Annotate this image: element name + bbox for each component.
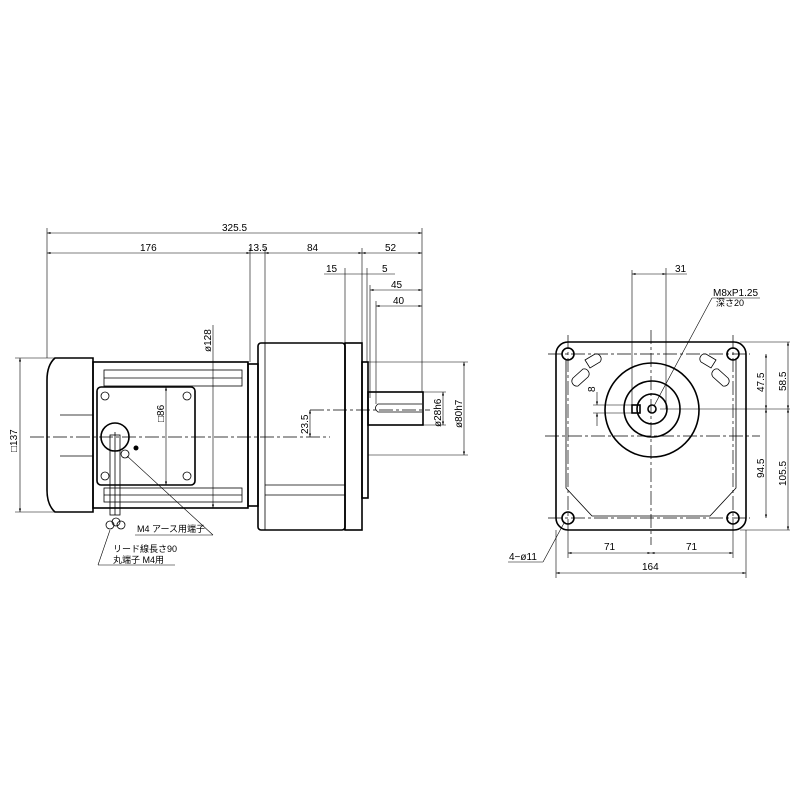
- dim-key-length: 40: [393, 296, 405, 307]
- dim-gearbox-length: 84: [307, 243, 319, 254]
- dim-terminal-box: □86: [156, 404, 167, 422]
- dim-motor-diameter: ø128: [203, 329, 214, 352]
- dim-lower-edge: 105.5: [778, 461, 789, 486]
- dim-width: 164: [642, 562, 659, 573]
- dim-spigot: 5: [382, 264, 388, 275]
- dim-shaft-length: 52: [385, 243, 397, 254]
- dim-motor-length: 176: [140, 243, 157, 254]
- dim-key-span: 45: [391, 280, 403, 291]
- dim-motor-square: □137: [9, 429, 20, 452]
- screw-icon: [100, 391, 110, 401]
- spigot: [361, 361, 369, 499]
- note-lead-length: リード線長さ90: [113, 543, 177, 554]
- dim-lower-hole: 94.5: [756, 458, 767, 478]
- tap-hole: [647, 404, 657, 414]
- dim-key-width: 8: [587, 386, 598, 392]
- dim-hole-pitch-right: 71: [686, 542, 698, 553]
- dim-overall-length: 325.5: [222, 223, 247, 234]
- dim-tap: M8xP1.25: [713, 288, 758, 299]
- side-view: [30, 342, 430, 531]
- ring-terminal-icon: [105, 520, 115, 530]
- dim-flange: 15: [326, 264, 338, 275]
- dim-upper-edge: 58.5: [778, 371, 789, 391]
- key: [375, 403, 422, 413]
- dim-spigot-diameter: ø80h7: [454, 399, 465, 428]
- dim-upper-hole: 47.5: [756, 372, 767, 392]
- screw-icon: [100, 471, 110, 481]
- key-icon: [631, 404, 641, 414]
- dim-shaft-offset: 23.5: [300, 414, 311, 434]
- fan-cover: [46, 357, 94, 513]
- dim-tap-depth: 深さ20: [716, 298, 744, 308]
- terminal-box: [96, 386, 196, 486]
- dim-hole-pitch-left: 71: [604, 542, 616, 553]
- note-earth-terminal: M4 アース用端子: [137, 523, 205, 534]
- dim-shaft-offset-h: 31: [675, 264, 687, 275]
- gearbox-circle: [604, 362, 700, 458]
- output-shaft: [367, 391, 424, 426]
- earth-terminal-icon: [120, 449, 130, 459]
- screw-icon: [182, 391, 192, 401]
- screw-icon: [182, 471, 192, 481]
- dim-step: 13.5: [248, 243, 268, 254]
- dim-holes: 4−ø11: [509, 552, 537, 563]
- front-view: [545, 330, 760, 545]
- note-ring-terminal: 丸端子 M4用: [113, 554, 164, 565]
- gearbox: [257, 342, 346, 531]
- front-dimensions: 31 M8xP1.25 深さ20 8 47.5 94.5 58.5 105.5 …: [508, 264, 790, 578]
- side-dimensions: 325.5 176 13.5 84 52 15 5 45 40 ø128 □86…: [9, 223, 468, 566]
- dim-shaft-diameter: ø28h6: [433, 398, 444, 427]
- flange: [344, 342, 363, 531]
